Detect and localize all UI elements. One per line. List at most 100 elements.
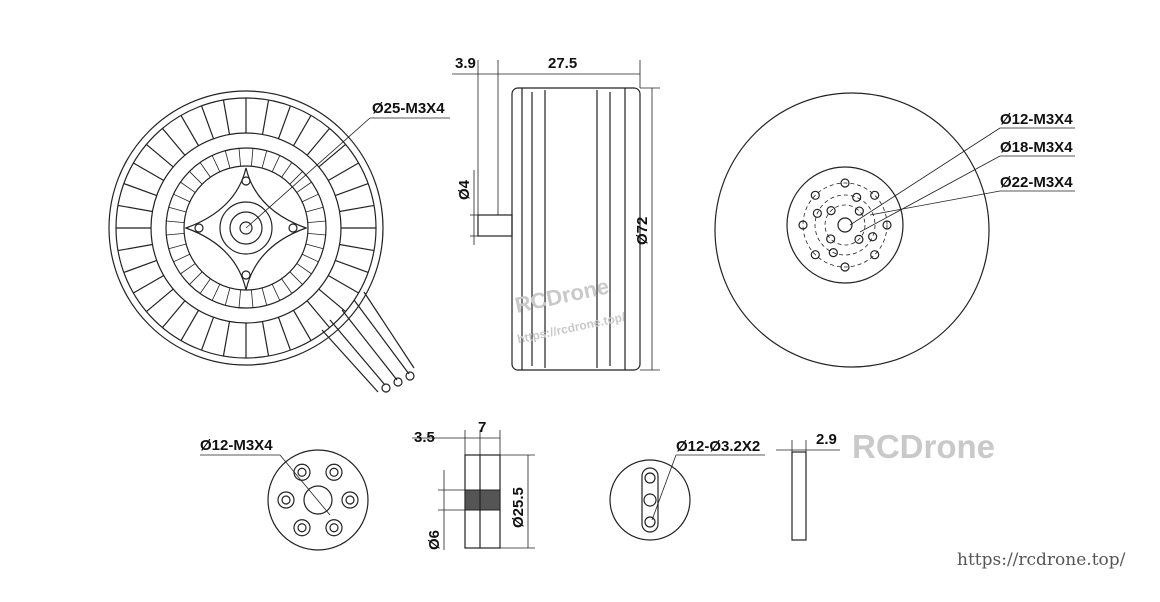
hub-rib — [180, 263, 196, 275]
hub-rib — [211, 155, 221, 172]
leader-line — [245, 117, 371, 229]
brand-watermark: RCDrone — [852, 428, 995, 465]
adapter-dim-a: 3.5 — [414, 429, 435, 446]
spacer-thickness-dim: 2.9 — [816, 431, 837, 448]
mount-hole — [194, 223, 204, 233]
hub-ring — [165, 147, 327, 309]
hub-rib — [305, 243, 324, 250]
cooling-fin — [133, 162, 165, 182]
shaft-bearing — [229, 211, 263, 245]
hub-rib — [261, 150, 268, 169]
cooling-fin — [261, 321, 270, 357]
cooling-fin — [339, 243, 375, 252]
cooling-fin — [335, 182, 369, 197]
adapter-hole — [281, 495, 291, 505]
shaft-diameter-dim: Ø4 — [456, 179, 473, 200]
rear-mount-hole — [840, 262, 850, 272]
body-diameter-dim: Ø72 — [634, 217, 651, 245]
hub-rib — [189, 271, 203, 285]
hub-rib — [296, 263, 312, 275]
cooling-fin — [161, 128, 186, 156]
hub-rib — [173, 193, 190, 203]
hub-rib — [296, 181, 312, 193]
rear-label-3: Ø22-M3X4 — [1000, 174, 1073, 191]
adapter-slot — [293, 519, 311, 537]
motor-rear-view: Ø12-M3X4 Ø18-M3X4 Ø22-M3X4 — [714, 92, 1075, 368]
rear-mount-hole — [852, 192, 862, 202]
rear-label-1: Ø12-M3X4 — [1000, 111, 1073, 128]
mount-hole — [288, 223, 298, 233]
rear-hub — [786, 166, 904, 284]
hub-rib — [289, 171, 303, 185]
cooling-fin — [123, 259, 157, 274]
hub-rib — [302, 193, 319, 203]
hub-rib — [251, 148, 254, 167]
adapter-slot — [277, 491, 295, 509]
cooling-fin — [133, 274, 165, 294]
rear-mount-hole — [870, 250, 880, 260]
cooling-fin — [180, 115, 200, 147]
rear-mount-hole — [826, 206, 836, 216]
adapter-slot — [325, 519, 343, 537]
adapter-hole — [329, 467, 339, 477]
adapter-side-view: 3.5 7 Ø25.5 Ø6 — [412, 419, 535, 550]
prop-plate-label: Ø12-Ø3.2X2 — [676, 438, 760, 455]
hub-rib — [173, 253, 190, 263]
hub-rib — [211, 284, 221, 301]
adapter-hole — [345, 495, 355, 505]
hub-rib — [261, 287, 268, 306]
hub-rib — [166, 220, 185, 223]
center-watermark: RCDrone https://rcdrone.top/ — [513, 274, 627, 347]
outer-rim — [108, 90, 384, 366]
adapter-outer-dia: Ø25.5 — [510, 487, 527, 528]
hub-rib — [251, 289, 254, 308]
rear-mount-hole — [812, 208, 822, 218]
adapter-hole — [297, 523, 307, 533]
hub-rib — [238, 289, 241, 308]
hub-rib — [281, 162, 293, 178]
cooling-fin — [200, 317, 215, 351]
mount-hole — [241, 270, 251, 280]
cooling-fin — [222, 99, 231, 135]
spacer-view: 2.9 — [776, 431, 840, 541]
cooling-fin — [306, 128, 331, 156]
shaft-boss — [219, 201, 273, 255]
motor-front-view: Ø25-M3X4 — [108, 90, 450, 393]
cooling-fin — [327, 162, 359, 182]
adapter-slot — [325, 463, 343, 481]
motor-body-side — [511, 87, 641, 371]
rear-label-2: Ø18-M3X4 — [1000, 139, 1073, 156]
hub-rib — [168, 206, 187, 213]
adapter-hole — [297, 467, 307, 477]
cooling-fin — [327, 274, 359, 294]
cooling-fin — [117, 204, 153, 213]
rear-mount-hole — [882, 220, 892, 230]
mount-hole — [241, 176, 251, 186]
hub-rib — [307, 220, 326, 223]
adapter-front-label: Ø12-M3X4 — [200, 437, 273, 454]
hub-rib — [271, 155, 281, 172]
hub-rib — [199, 278, 211, 294]
cooling-fin — [200, 105, 215, 139]
hub-rib — [238, 148, 241, 167]
adapter-dim-b: 7 — [478, 419, 486, 436]
cooling-fin — [222, 321, 231, 357]
shaft-extension-dim: 3.9 — [455, 55, 476, 72]
cooling-fin — [335, 259, 369, 274]
cooling-fin — [180, 309, 200, 341]
hub-rib — [289, 271, 303, 285]
footer-url: https://rcdrone.top/ — [957, 550, 1126, 570]
adapter-slot — [341, 491, 359, 509]
cooling-fin — [277, 317, 292, 351]
rear-mount-hole — [868, 232, 878, 242]
hub-rib — [180, 181, 196, 193]
rear-mount-hole — [810, 250, 820, 260]
hub-rib — [271, 284, 281, 301]
cooling-fin — [277, 105, 292, 139]
rear-outer — [714, 92, 990, 368]
cooling-fins — [116, 98, 376, 358]
adapter-inner-dia: Ø6 — [426, 530, 443, 550]
hub-rib — [307, 233, 326, 236]
hub-rib — [168, 243, 187, 250]
